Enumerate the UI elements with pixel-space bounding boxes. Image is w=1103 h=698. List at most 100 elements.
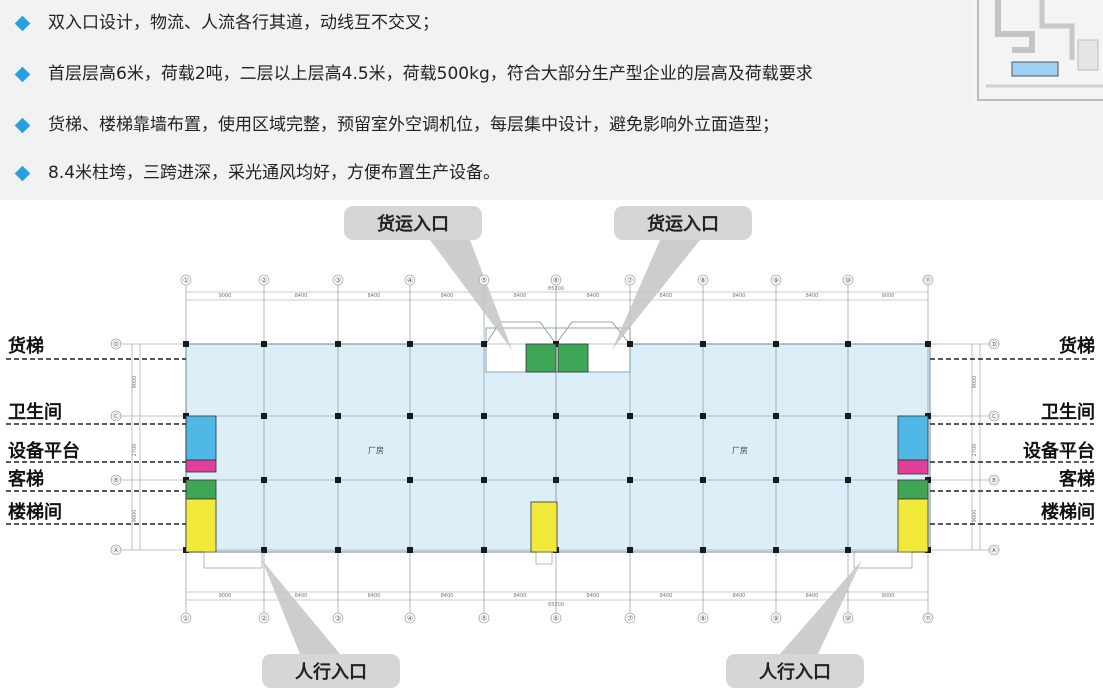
col-axis-label: ⑨ <box>773 615 779 623</box>
row-axis-label: Ⓒ <box>113 413 120 421</box>
stairwell-right <box>897 498 929 553</box>
row-axis-label: Ⓓ <box>113 341 120 349</box>
col-axis-label: ⑧ <box>700 615 706 623</box>
pedestrian-entrance-callout-right: 人行入口 <box>726 654 864 688</box>
label-stairwell-right: 楼梯间 <box>1041 502 1095 523</box>
label-restroom-right: 卫生间 <box>1041 402 1095 423</box>
label-freight-elevator-right: 货梯 <box>1059 336 1095 357</box>
pedestrian-callout-pointer <box>262 560 340 654</box>
label-equipment-platform-left: 设备平台 <box>8 441 80 462</box>
col-axis-label: ⑩ <box>845 615 851 623</box>
col-axis-label: ⑥ <box>553 615 559 623</box>
col-axis-label: ⑨ <box>773 277 779 285</box>
row-dimension: 9000 <box>132 376 138 389</box>
diamond-bullet-icon <box>14 15 31 31</box>
row-axis-label: Ⓒ <box>991 413 998 421</box>
col-axis-label: ⑤ <box>481 277 487 285</box>
span-dimension: 8400 <box>295 593 308 599</box>
equipment-platform-right <box>897 459 929 475</box>
col-axis-label: ⑦ <box>627 615 633 623</box>
span-dimension: 8400 <box>441 593 454 599</box>
span-dimension: 8400 <box>733 293 746 299</box>
passenger-elevator-left <box>185 479 217 500</box>
row-dimension: 9000 <box>972 510 978 523</box>
row-axis-label: Ⓐ <box>991 547 998 555</box>
bullet-item: 首层层高6米，荷载2吨，二层以上层高4.5米，荷载500kg，符合大部分生产型企… <box>14 63 813 85</box>
bullet-text: 货梯、楼梯靠墙布置，使用区域完整，预留室外空调机位，每层集中设计，避免影响外立面… <box>48 115 779 135</box>
floor-plan: ① ② ③ ④ ⑤ ⑥ ⑦ ⑧ ⑨ ⑩ ⑪ ① ② ③ ④ ⑤ ⑥ ⑦ ⑧ ⑨ … <box>6 240 1094 654</box>
freight-elevator-left <box>525 343 557 373</box>
callout-text: 货运入口 <box>377 214 449 235</box>
freight-entrance-callout-left: 货运入口 <box>344 206 482 240</box>
label-equipment-platform-right: 设备平台 <box>1023 441 1095 462</box>
span-dimension: 8400 <box>806 593 819 599</box>
col-axis-label: ⑤ <box>481 615 487 623</box>
callout-text: 人行入口 <box>295 662 367 683</box>
stairwell-left <box>185 498 217 553</box>
freight-entrance-callout-right: 货运入口 <box>614 206 752 240</box>
freight-callout-pointer <box>430 240 512 350</box>
col-axis-label: ⑧ <box>700 277 706 285</box>
site-plan-thumbnail <box>972 0 1103 108</box>
row-dimension: 2700 <box>972 444 978 457</box>
total-dimension: 85200 <box>548 602 564 608</box>
label-passenger-elevator-left: 客梯 <box>8 469 44 490</box>
structural-columns <box>183 341 931 553</box>
col-axis-label: ② <box>261 277 267 285</box>
span-dimension: 8400 <box>368 293 381 299</box>
pedestrian-callout-pointer <box>780 560 862 654</box>
side-label-leaders <box>6 358 1094 525</box>
restroom-left <box>185 415 217 461</box>
col-axis-label: ③ <box>335 615 341 623</box>
col-axis-label: ⑪ <box>925 277 932 285</box>
callout-text: 人行入口 <box>759 662 831 683</box>
span-dimension: 8400 <box>295 293 308 299</box>
row-axis-label: Ⓐ <box>113 547 120 555</box>
room-label-factory-right: 厂房 <box>732 445 748 455</box>
dimension-labels: 9000 8400 8400 8400 8400 8400 8400 8400 … <box>132 286 978 608</box>
bullet-item: 货梯、楼梯靠墙布置，使用区域完整，预留室外空调机位，每层集中设计，避免影响外立面… <box>14 114 779 136</box>
freight-elevator-right <box>557 343 589 373</box>
span-dimension: 8400 <box>806 293 819 299</box>
col-axis-label: ④ <box>407 277 413 285</box>
span-dimension: 8400 <box>587 293 600 299</box>
span-dimension: 8400 <box>733 593 746 599</box>
span-dimension: 9000 <box>219 593 232 599</box>
bullet-text: 双入口设计，物流、人流各行其道，动线互不交叉； <box>48 13 439 33</box>
col-axis-label: ⑦ <box>627 277 633 285</box>
diamond-bullet-icon <box>14 117 31 133</box>
total-dimension: 85200 <box>548 286 564 292</box>
freight-callout-pointer <box>612 240 700 350</box>
row-axis-label: Ⓑ <box>113 477 120 485</box>
row-axis-label: Ⓑ <box>991 477 998 485</box>
col-axis-label: ⑩ <box>845 277 851 285</box>
row-dimension: 9000 <box>132 510 138 523</box>
callout-text: 货运入口 <box>647 214 719 235</box>
col-axis-label: ① <box>183 277 189 285</box>
bullet-text: 首层层高6米，荷载2吨，二层以上层高4.5米，荷载500kg，符合大部分生产型企… <box>48 64 813 84</box>
description-band <box>0 0 1103 200</box>
room-label-factory-left: 厂房 <box>368 445 384 455</box>
span-dimension: 9000 <box>219 293 232 299</box>
pedestrian-entrance-callout-left: 人行入口 <box>262 654 400 688</box>
bullet-item: 双入口设计，物流、人流各行其道，动线互不交叉； <box>14 12 439 34</box>
passenger-elevator-right <box>897 479 929 500</box>
label-restroom-left: 卫生间 <box>8 402 62 423</box>
entrance-steps <box>203 551 913 569</box>
diamond-bullet-icon <box>14 165 31 181</box>
restroom-right <box>897 415 929 461</box>
span-dimension: 8400 <box>660 293 673 299</box>
span-dimension: 8400 <box>514 293 527 299</box>
bullet-item: 8.4米柱垮，三跨进深，采光通风均好，方便布置生产设备。 <box>14 162 500 184</box>
label-freight-elevator-left: 货梯 <box>8 336 44 357</box>
axis-bubbles <box>110 274 1000 624</box>
span-dimension: 8400 <box>660 593 673 599</box>
row-axis-label: Ⓓ <box>991 341 998 349</box>
col-axis-label: ① <box>183 615 189 623</box>
col-axis-label: ③ <box>335 277 341 285</box>
factory-floor-area <box>185 343 931 553</box>
bullet-text: 8.4米柱垮，三跨进深，采光通风均好，方便布置生产设备。 <box>48 163 501 183</box>
room-labels: 厂房 厂房 <box>368 445 748 455</box>
span-dimension: 8400 <box>514 593 527 599</box>
row-dimension: 9000 <box>972 376 978 389</box>
